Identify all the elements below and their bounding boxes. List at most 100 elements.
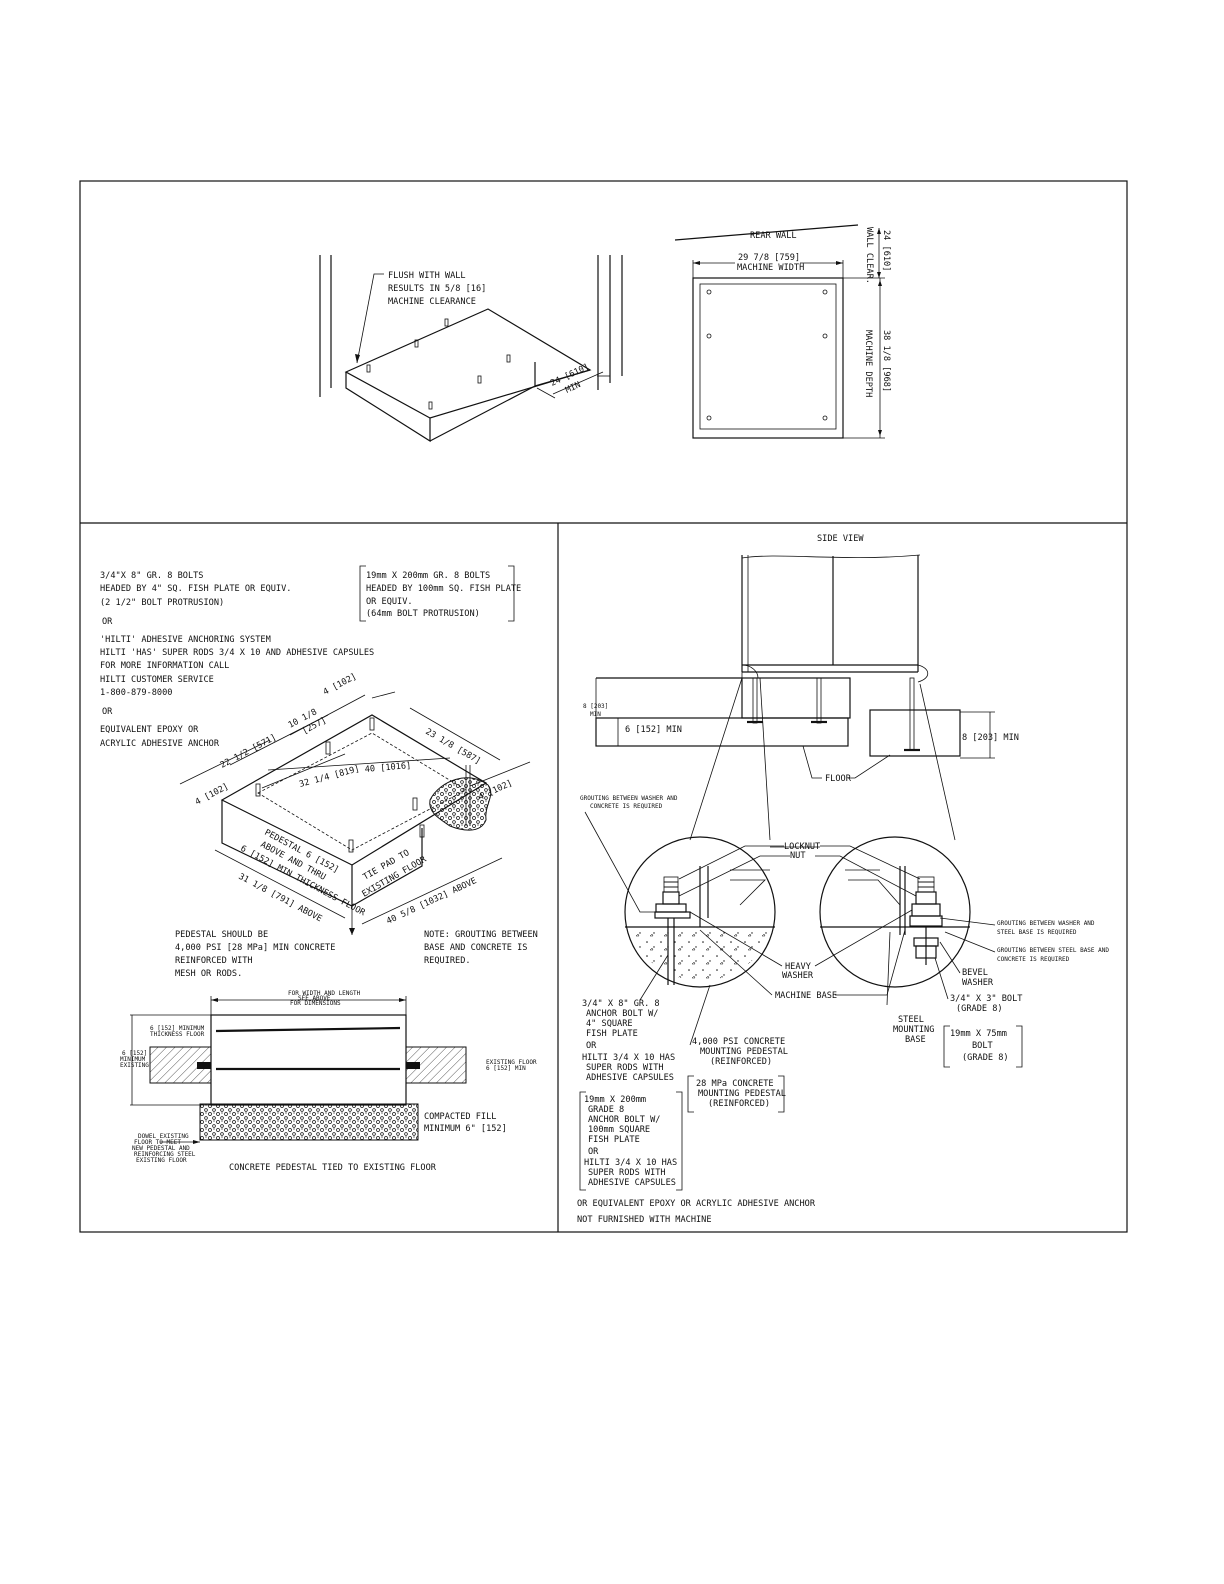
bolt-3-label: 3/4" X 3" BOLT [950, 994, 1022, 1004]
svg-text:GROUTING BETWEEN STEEL BASE AN: GROUTING BETWEEN STEEL BASE AND [997, 947, 1109, 954]
svg-text:MESH OR RODS.: MESH OR RODS. [175, 969, 242, 979]
dim-22-1-2: 22 1/2 [571] [219, 733, 279, 771]
svg-text:19mm X 200mm GR. 8 BOLTS: 19mm X 200mm GR. 8 BOLTS [366, 571, 490, 581]
flush-note-1: FLUSH WITH WALL [388, 271, 466, 281]
svg-text:FOR DIMENSIONS: FOR DIMENSIONS [290, 1000, 341, 1007]
machine-base-label: MACHINE BASE [775, 991, 837, 1001]
svg-text:6 [152] MIN: 6 [152] MIN [486, 1065, 526, 1072]
machine-width-dim: 29 7/8 [759] [738, 253, 800, 263]
svg-text:FISH PLATE: FISH PLATE [588, 1135, 640, 1145]
svg-text:(REINFORCED): (REINFORCED) [708, 1099, 770, 1109]
svg-text:THICKNESS FLOOR: THICKNESS FLOOR [150, 1031, 205, 1038]
svg-text:OR EQUIV.: OR EQUIV. [366, 597, 413, 607]
heavy-washer-label: HEAVY [785, 962, 812, 972]
svg-text:(2 1/2" BOLT PROTRUSION): (2 1/2" BOLT PROTRUSION) [100, 598, 224, 608]
machine-depth-dim: 38 1/8 [968] [881, 330, 891, 392]
pedestal-iso: 4 [102] 10 1/8 [257] 23 1/8 [587] 4 [102… [179, 672, 531, 935]
svg-text:FLOOR TO MEET: FLOOR TO MEET [134, 1139, 181, 1146]
svg-text:ADHESIVE CAPSULES: ADHESIVE CAPSULES [588, 1178, 676, 1188]
svg-text:FOR WIDTH AND LENGTH: FOR WIDTH AND LENGTH [288, 990, 361, 997]
svg-text:4" SQUARE: 4" SQUARE [586, 1019, 633, 1029]
svg-text:ADHESIVE CAPSULES: ADHESIVE CAPSULES [586, 1073, 674, 1083]
svg-text:OR: OR [586, 1041, 597, 1051]
svg-text:4,000 PSI CONCRETE: 4,000 PSI CONCRETE [692, 1037, 785, 1047]
dim-40: 40 [1016] [364, 761, 411, 775]
svg-text:8 [203]: 8 [203] [583, 703, 608, 710]
svg-text:SEE ABOVE: SEE ABOVE [298, 995, 331, 1002]
svg-text:100mm SQUARE: 100mm SQUARE [588, 1125, 650, 1135]
svg-text:MIN: MIN [590, 711, 601, 718]
svg-text:GRADE 8: GRADE 8 [588, 1105, 624, 1115]
svg-text:EXISTING FLOOR: EXISTING FLOOR [136, 1157, 187, 1164]
svg-text:FISH PLATE: FISH PLATE [586, 1029, 638, 1039]
pedestal-section: FOR WIDTH AND LENGTH SEE ABOVE FOR DIMEN… [120, 990, 537, 1173]
rear-wall-label: REAR WALL [750, 231, 797, 241]
svg-text:GROUTING BETWEEN WASHER AND: GROUTING BETWEEN WASHER AND [997, 920, 1095, 927]
svg-text:(64mm BOLT PROTRUSION): (64mm BOLT PROTRUSION) [366, 609, 480, 619]
iso-slab-top [344, 308, 592, 419]
dim-4-left: 4 [102] [194, 782, 231, 808]
svg-text:MINIMUM 6" [152]: MINIMUM 6" [152] [424, 1124, 507, 1134]
svg-text:MOUNTING: MOUNTING [893, 1025, 934, 1035]
dim-32-1-4: 32 1/4 [819] [298, 764, 361, 790]
svg-text:28 MPa CONCRETE: 28 MPa CONCRETE [696, 1079, 774, 1089]
svg-text:HILTI 3/4 X 10 HAS: HILTI 3/4 X 10 HAS [582, 1053, 675, 1063]
drawing-frame [79, 180, 1128, 1233]
svg-text:EXISTING: EXISTING [120, 1062, 149, 1069]
flush-note-3: MACHINE CLEARANCE [388, 297, 476, 307]
svg-text:'HILTI' ADHESIVE ANCHORING SYS: 'HILTI' ADHESIVE ANCHORING SYSTEM [100, 635, 271, 645]
svg-text:HEADED BY 100mm SQ. FISH PLATE: HEADED BY 100mm SQ. FISH PLATE [366, 584, 521, 594]
steel-base-label: STEEL [898, 1015, 924, 1025]
svg-text:CONCRETE IS REQUIRED: CONCRETE IS REQUIRED [997, 956, 1070, 963]
machine-depth-label: MACHINE DEPTH [863, 330, 873, 397]
svg-text:MOUNTING PEDESTAL: MOUNTING PEDESTAL [698, 1089, 786, 1099]
footnote-2: NOT FURNISHED WITH MACHINE [577, 1215, 712, 1225]
svg-text:REINFORCED WITH: REINFORCED WITH [175, 956, 253, 966]
wall-clear-label: WALL CLEAR. [864, 227, 874, 284]
svg-text:6 [152] MIN: 6 [152] MIN [625, 725, 682, 735]
svg-text:NEW PEDESTAL AND: NEW PEDESTAL AND [132, 1145, 190, 1152]
svg-text:OR: OR [102, 707, 113, 717]
flush-note-2: RESULTS IN 5/8 [16] [388, 284, 486, 294]
section-caption: CONCRETE PEDESTAL TIED TO EXISTING FLOOR [229, 1163, 437, 1173]
svg-text:CONCRETE IS REQUIRED: CONCRETE IS REQUIRED [590, 803, 663, 810]
svg-text:HILTI 3/4 X 10 HAS: HILTI 3/4 X 10 HAS [584, 1158, 677, 1168]
svg-text:(GRADE 8): (GRADE 8) [956, 1004, 1003, 1014]
svg-text:MINIMUM: MINIMUM [120, 1056, 146, 1063]
svg-text:4,000 PSI [28 MPa] MIN CONCRET: 4,000 PSI [28 MPa] MIN CONCRETE [175, 943, 335, 953]
locknut-label: LOCKNUT [784, 842, 820, 852]
svg-text:GROUTING BETWEEN WASHER AND: GROUTING BETWEEN WASHER AND [580, 795, 678, 802]
anchor-notes: 3/4" X 8" GR. 8 ANCHOR BOLT W/ 4" SQUARE… [577, 954, 816, 1225]
bevel-washer-label: BEVEL [962, 968, 988, 978]
svg-text:(REINFORCED): (REINFORCED) [710, 1057, 772, 1067]
nut-label: NUT [790, 851, 806, 861]
metric-bolt-label: 19mm X 75mm [950, 1029, 1007, 1039]
svg-text:HILTI 'HAS' SUPER RODS 3/4 X 1: HILTI 'HAS' SUPER RODS 3/4 X 10 AND ADHE… [100, 648, 374, 658]
svg-text:SUPER RODS WITH: SUPER RODS WITH [588, 1168, 666, 1178]
svg-text:WASHER: WASHER [782, 971, 814, 981]
left-notes: 3/4"X 8" GR. 8 BOLTS HEADED BY 4" SQ. FI… [100, 571, 374, 749]
svg-text:OR: OR [588, 1147, 599, 1157]
dim-40-5-8: 40 5/8 [1032] ABOVE [385, 876, 478, 927]
side-view: SIDE VIEW 8 [203] MIN 6 [152] MIN 8 [203… [583, 534, 1019, 841]
svg-text:HILTI CUSTOMER SERVICE: HILTI CUSTOMER SERVICE [100, 675, 214, 685]
svg-text:STEEL BASE IS REQUIRED: STEEL BASE IS REQUIRED [997, 929, 1077, 936]
metric-notes: 19mm X 200mm GR. 8 BOLTS HEADED BY 100mm… [359, 565, 521, 622]
svg-text:19mm X 200mm: 19mm X 200mm [584, 1095, 646, 1105]
top-plan-view: REAR WALL 29 7/8 [759] MACHINE WIDTH 24 … [674, 224, 891, 439]
svg-text:OR: OR [102, 617, 113, 627]
svg-text:6 [152]: 6 [152] [122, 1050, 147, 1057]
svg-text:(GRADE 8): (GRADE 8) [962, 1053, 1009, 1063]
svg-text:SUPER RODS WITH: SUPER RODS WITH [586, 1063, 664, 1073]
rear-wall-line [674, 224, 859, 241]
svg-text:WASHER: WASHER [962, 978, 994, 988]
svg-text:BASE AND CONCRETE IS: BASE AND CONCRETE IS [424, 943, 527, 953]
svg-text:BOLT: BOLT [972, 1041, 993, 1051]
svg-text:NOTE: GROUTING BETWEEN: NOTE: GROUTING BETWEEN [424, 930, 538, 940]
side-view-callouts: GROUTING BETWEEN WASHER AND CONCRETE IS … [580, 795, 1109, 1068]
svg-text:EQUIVALENT EPOXY OR: EQUIVALENT EPOXY OR [100, 725, 199, 735]
footnote-1: OR EQUIVALENT EPOXY OR ACRYLIC ADHESIVE … [577, 1199, 816, 1209]
svg-text:ACRYLIC ADHESIVE ANCHOR: ACRYLIC ADHESIVE ANCHOR [100, 739, 220, 749]
svg-text:DOWEL EXISTING: DOWEL EXISTING [138, 1133, 189, 1140]
